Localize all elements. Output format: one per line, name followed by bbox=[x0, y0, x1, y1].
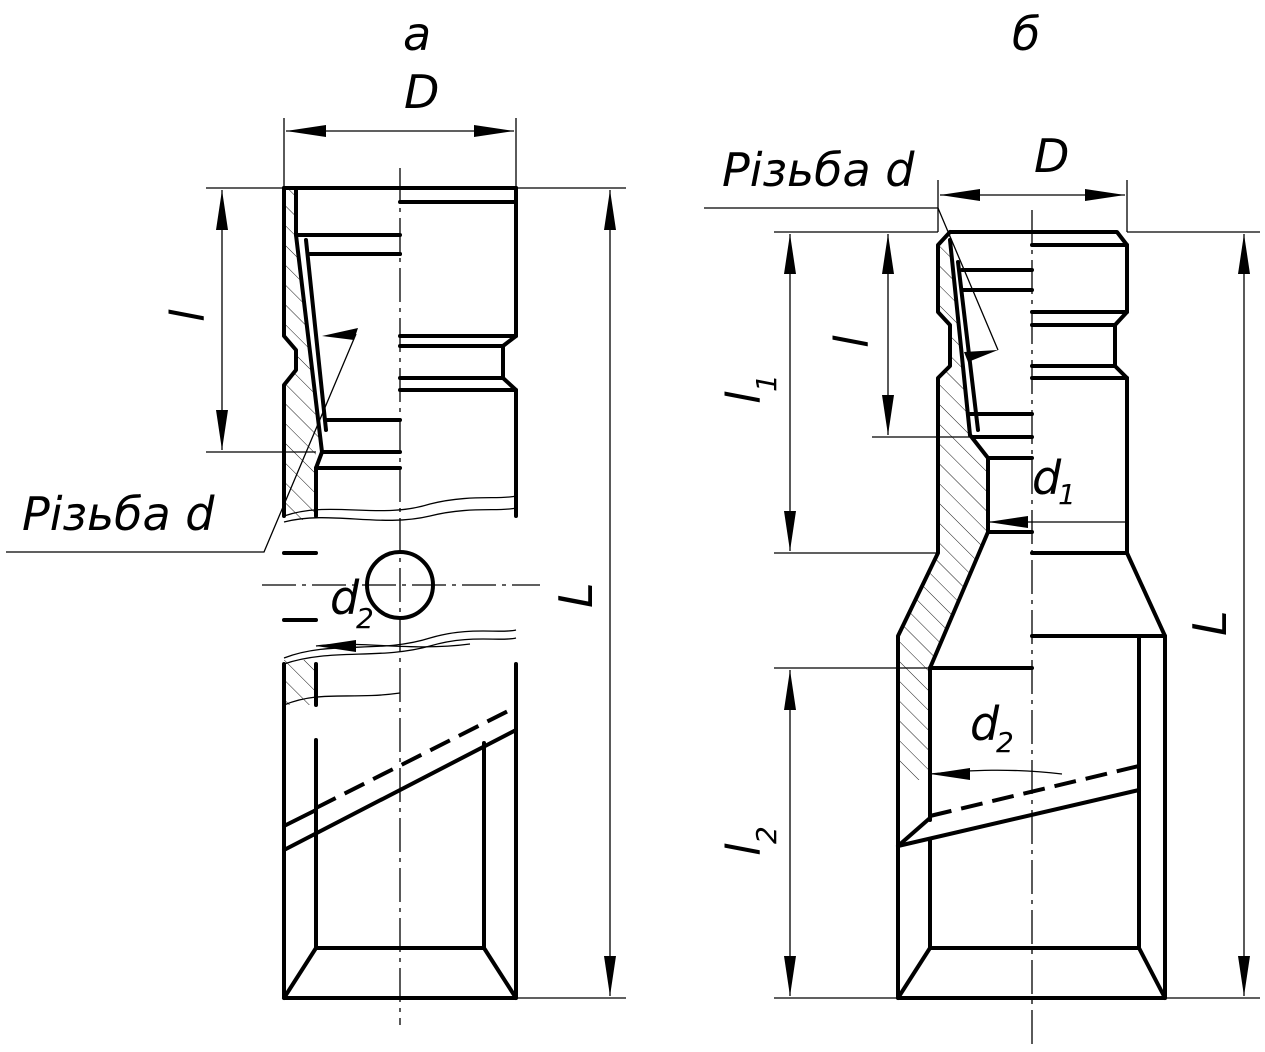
view-b-L-label: L bbox=[1183, 610, 1237, 636]
view-b-hatch bbox=[898, 232, 988, 780]
view-b-l2-subscript: 2 bbox=[750, 826, 783, 844]
view-a-dimension-D: D bbox=[283, 65, 517, 188]
view-b-dimension-L: L bbox=[1127, 231, 1260, 999]
view-b-D-label: D bbox=[1034, 129, 1069, 183]
view-a-dimension-l: l bbox=[161, 187, 316, 453]
view-b: б D bbox=[704, 7, 1260, 1045]
view-b-l1-subscript: 1 bbox=[750, 374, 783, 392]
view-b-dimension-d2: d 2 bbox=[929, 697, 1063, 780]
view-b-d2-label: d bbox=[970, 697, 1000, 751]
view-b-thread-label: Різьба d bbox=[722, 143, 915, 197]
view-b-caption: б bbox=[1012, 7, 1040, 61]
view-b-d1-subscript: 1 bbox=[1058, 478, 1076, 511]
view-b-l1-label: l bbox=[717, 391, 771, 404]
view-a-thread-leader: Різьба d bbox=[6, 328, 358, 553]
view-a-dimension-d2: d 2 bbox=[315, 571, 471, 652]
view-a-d2-subscript: 2 bbox=[356, 602, 374, 635]
view-b-thread-leader: Різьба d bbox=[704, 143, 999, 362]
view-b-body bbox=[896, 230, 1167, 1000]
view-b-dimension-d1: d 1 bbox=[988, 451, 1127, 528]
view-b-l2-label: l bbox=[717, 843, 771, 856]
view-b-d1-label: d bbox=[1032, 451, 1062, 505]
view-a-L-label: L bbox=[549, 582, 603, 608]
view-b-dimension-l: l bbox=[825, 234, 972, 438]
view-b-dimension-l1: l 1 bbox=[717, 231, 938, 554]
view-b-l-label: l bbox=[825, 335, 879, 348]
view-b-dimension-l2: l 2 bbox=[717, 667, 930, 999]
view-a-caption: a bbox=[403, 7, 431, 61]
view-a-hatch-lower bbox=[284, 660, 316, 705]
view-a-thread-label: Різьба d bbox=[22, 487, 215, 541]
view-a: a D bbox=[6, 7, 626, 1025]
view-a-d2-label: d bbox=[330, 571, 360, 625]
view-a-dimension-L: L bbox=[516, 187, 626, 999]
view-a-D-label: D bbox=[404, 65, 439, 119]
view-a-l-label: l bbox=[161, 309, 215, 322]
view-b-d2-subscript: 2 bbox=[996, 726, 1014, 759]
view-b-dimension-D: D bbox=[937, 129, 1128, 232]
